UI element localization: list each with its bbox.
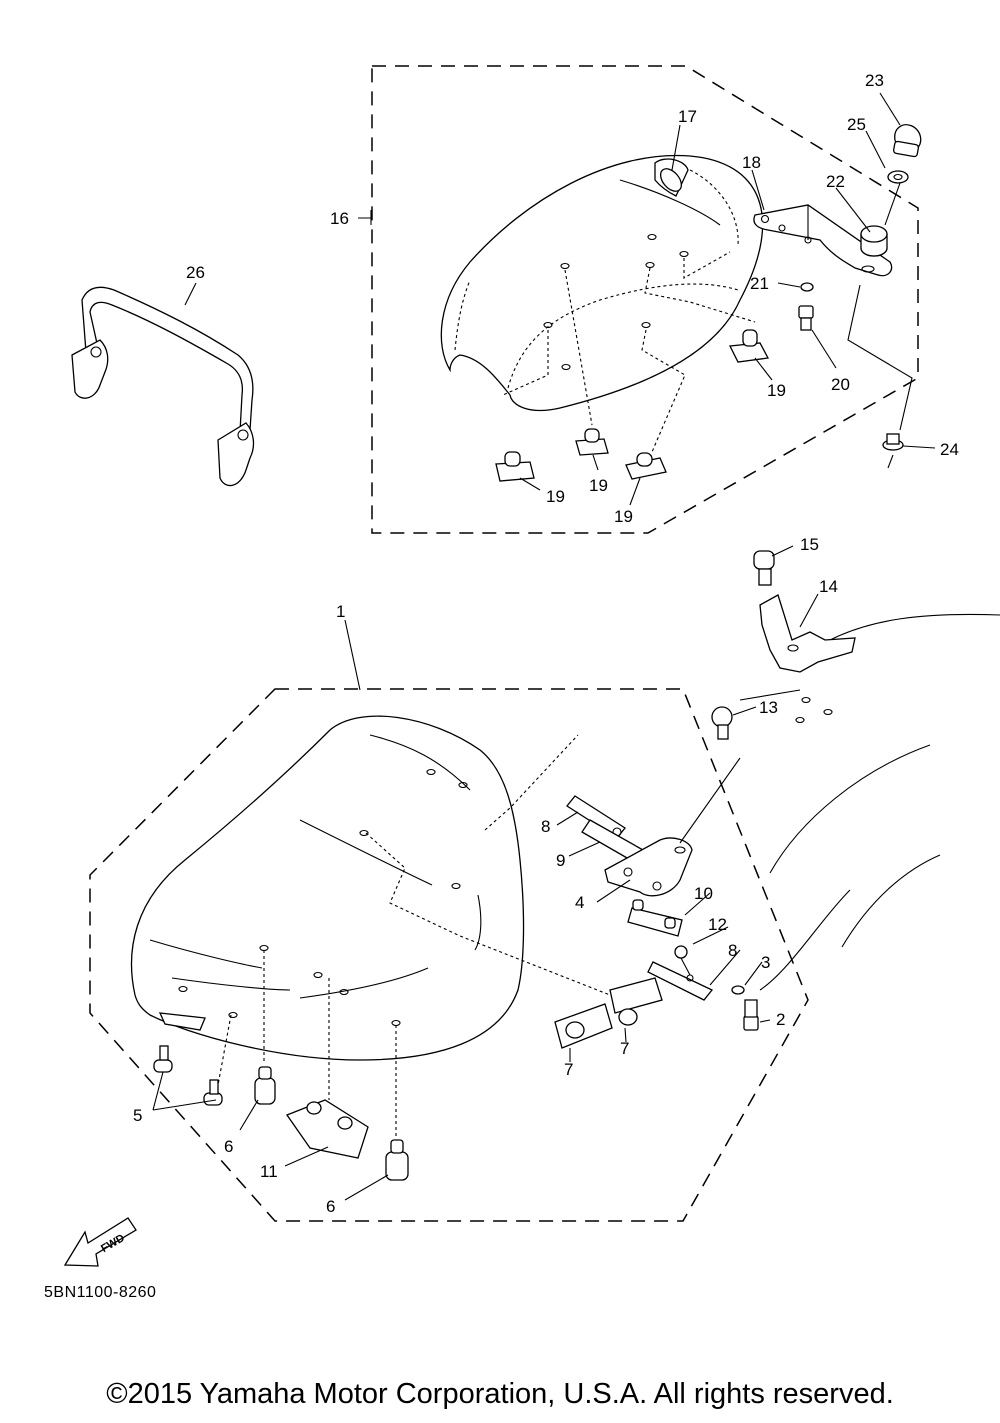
callout-1: 1: [336, 602, 345, 621]
damper-6b[interactable]: [385, 1139, 409, 1181]
plate-8b[interactable]: [647, 961, 714, 1001]
fwd-arrow-icon: FWD: [63, 1217, 137, 1267]
callout-12: 12: [708, 915, 727, 934]
damper-19a[interactable]: [728, 329, 770, 363]
callout-8a: 8: [541, 817, 550, 836]
callout-8b: 8: [728, 941, 737, 960]
bracket-4[interactable]: [604, 837, 693, 897]
clip-10[interactable]: [627, 899, 683, 937]
washer-21[interactable]: [800, 282, 814, 292]
collar-24[interactable]: [882, 433, 904, 469]
damper-19d[interactable]: [625, 452, 667, 480]
damper-11[interactable]: [285, 1099, 369, 1159]
rider-seat-hole-markers: [178, 768, 468, 1027]
callout-6b: 6: [326, 1197, 335, 1216]
callout-23: 23: [865, 71, 884, 90]
bolt-20[interactable]: [798, 305, 814, 331]
seat-stay-14[interactable]: [759, 594, 856, 673]
callout-9: 9: [556, 851, 565, 870]
washer-3[interactable]: [731, 985, 745, 995]
callout-15: 15: [800, 535, 819, 554]
callout-labels: 16 17 18 22 25 23 21 20 19 19 19 19 24 2…: [133, 71, 959, 1216]
callout-19a: 19: [767, 381, 786, 400]
stay-hole-markers: [795, 696, 833, 724]
passenger-seat-group: [371, 65, 922, 534]
callout-10: 10: [694, 884, 713, 903]
copyright-notice: ©2015 Yamaha Motor Corporation, U.S.A. A…: [106, 1378, 894, 1410]
callout-16: 16: [330, 209, 349, 228]
damper-7a[interactable]: [554, 1003, 613, 1049]
callout-22: 22: [826, 172, 845, 191]
callout-18: 18: [742, 153, 761, 172]
callout-11: 11: [260, 1162, 278, 1181]
callout-5: 5: [133, 1106, 142, 1125]
callout-20: 20: [831, 375, 850, 394]
damper-19c[interactable]: [575, 428, 609, 456]
damper-5a[interactable]: [153, 1045, 173, 1073]
damper-19b[interactable]: [495, 451, 535, 482]
callout-14: 14: [819, 577, 838, 596]
callout-13: 13: [759, 698, 778, 717]
seat-hole-markers: [543, 233, 689, 371]
fender-outline: [759, 613, 1000, 991]
bracket-18[interactable]: [753, 204, 893, 277]
callout-4: 4: [575, 893, 584, 912]
cap-nut-23[interactable]: [892, 124, 922, 158]
callout-17: 17: [678, 107, 697, 126]
callout-7b: 7: [620, 1039, 629, 1058]
diagram-code: 5BN1100-8260: [44, 1284, 157, 1301]
rider-seat-group: [89, 688, 809, 1222]
callout-3: 3: [761, 953, 770, 972]
callout-21: 21: [750, 274, 769, 293]
bolt-13[interactable]: [711, 706, 733, 740]
pin-12[interactable]: [674, 945, 691, 976]
leader-lines: [152, 92, 936, 1201]
callout-7a: 7: [564, 1060, 573, 1079]
seat-strap-17[interactable]: [654, 158, 689, 197]
bolt-15[interactable]: [753, 550, 775, 586]
washer-25[interactable]: [887, 170, 909, 184]
callout-2: 2: [776, 1010, 785, 1029]
damper-7b[interactable]: [609, 977, 663, 1026]
grommet-22[interactable]: [860, 225, 888, 257]
passenger-seat[interactable]: [440, 154, 764, 412]
callout-19c: 19: [589, 476, 608, 495]
rider-seat[interactable]: [130, 715, 525, 1061]
bolt-2[interactable]: [743, 999, 759, 1031]
damper-6a[interactable]: [254, 1066, 276, 1105]
callout-19b: 19: [546, 487, 565, 506]
callout-25: 25: [847, 115, 866, 134]
callout-6a: 6: [224, 1137, 233, 1156]
callout-24: 24: [940, 440, 959, 459]
callout-26: 26: [186, 263, 205, 282]
damper-5b[interactable]: [203, 1079, 223, 1106]
grab-bar-26[interactable]: [71, 286, 255, 487]
callout-19d: 19: [614, 507, 633, 526]
